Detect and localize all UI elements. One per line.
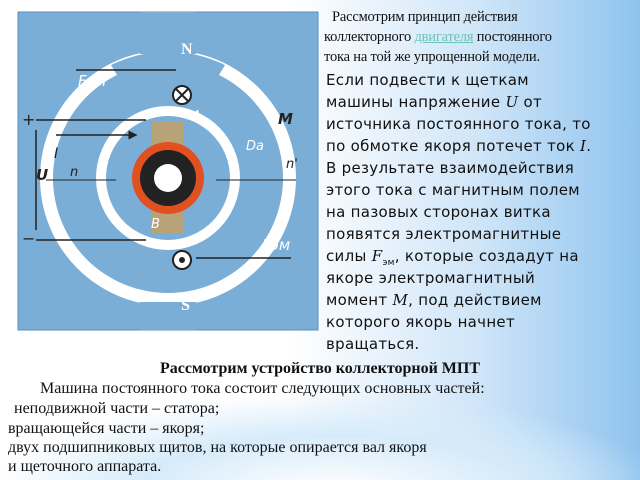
intro-text: коллекторного xyxy=(324,29,412,45)
body-line: силы Fэм, которые создадут на xyxy=(326,247,579,268)
plus-label: + xyxy=(22,110,35,129)
moment-label: M xyxy=(278,110,293,128)
section-title: Рассмотрим устройство коллекторной МПТ xyxy=(159,360,481,377)
body-line: источника постоянного тока, то xyxy=(326,115,591,133)
intro-line-3: тока на той же упрощенной модели. xyxy=(324,49,540,65)
bottom-line: вращающейся части – якоря; xyxy=(8,420,205,437)
force-top-label: Fэм xyxy=(78,72,106,90)
body-line: якоре электромагнитный xyxy=(326,269,536,287)
minus-label: − xyxy=(22,229,35,248)
current-label: I xyxy=(54,146,58,162)
brush-b-label: B xyxy=(151,217,160,232)
body-line: на пазовых сторонах витка xyxy=(326,203,551,221)
n-label: n xyxy=(70,165,78,180)
south-pole-label: S xyxy=(181,297,190,314)
body-line: Если подвести к щеткам xyxy=(326,71,529,89)
north-pole-label: N xyxy=(181,41,193,58)
bottom-line: двух подшипниковых щитов, на которые опи… xyxy=(8,439,427,456)
body-line: этого тока с магнитным полем xyxy=(326,181,580,199)
intro-line-1: Рассмотрим принцип действия xyxy=(332,9,518,25)
bottom-line: неподвижной части – статора; xyxy=(14,400,220,417)
diameter-label: Da xyxy=(246,139,264,154)
body-line: которого якорь начнет xyxy=(326,313,516,331)
body-line: В результате взаимодействия xyxy=(326,159,575,177)
body-line: момент M, под действием xyxy=(326,291,542,309)
body-line: вращаться. xyxy=(326,335,420,353)
force-bottom-label: Fэм xyxy=(262,236,290,254)
body-line: по обмотке якоря потечет ток I. xyxy=(326,137,592,155)
n-prime-label: n' xyxy=(286,157,298,172)
body-line: машины напряжение U от xyxy=(326,93,543,111)
motor-link[interactable]: двигателя xyxy=(414,29,474,45)
body-line: появятся электромагнитные xyxy=(326,225,562,243)
bottom-line: Машина постоянного тока состоит следующи… xyxy=(40,380,485,397)
dc-motor-diagram: N S Fэм Fэм A B M Da I U + − n n' xyxy=(17,11,319,331)
voltage-label: U xyxy=(36,166,48,184)
brush-a-label: A xyxy=(191,109,201,124)
bottom-line: и щеточного аппарата. xyxy=(8,458,162,475)
intro-line-2: коллекторного двигателя постоянного xyxy=(324,30,552,45)
intro-text: постоянного xyxy=(476,29,552,45)
